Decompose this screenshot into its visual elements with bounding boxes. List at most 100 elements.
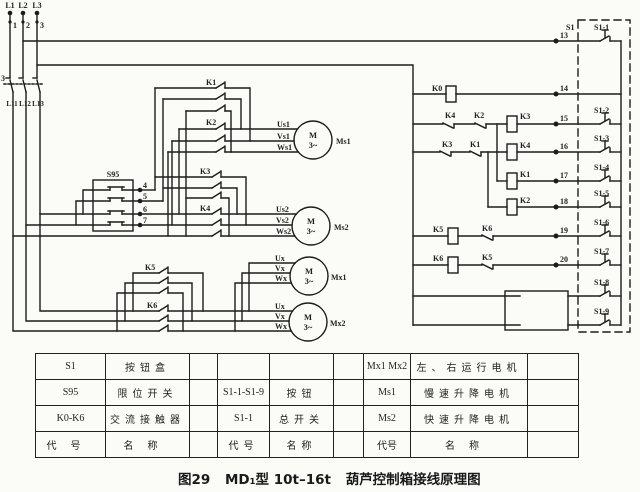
phase-label-l2: L2 — [18, 1, 27, 10]
motor-ms2 — [291, 206, 331, 246]
coil-k0 — [445, 85, 457, 103]
terminal-label-1: 1 — [13, 21, 17, 30]
button-box-label: S1 — [566, 23, 574, 32]
legend-name: 交流接触器 — [105, 405, 190, 432]
legend-row: K0-K6 交流接触器 S1-1 总开关 Ms2 快速升降电机 — [35, 405, 579, 432]
figure-caption: 图29 MD₁型 10t–16t 葫芦控制箱接线原理图 — [178, 468, 491, 488]
legend-code: Ms1 — [363, 379, 411, 406]
coil-k5 — [447, 227, 459, 245]
button-label-s1-2: S1-2 — [594, 106, 609, 115]
legend-name-heading: 名称 — [105, 431, 190, 458]
terminal-label-2: 2 — [26, 21, 30, 30]
node-14 — [553, 91, 559, 97]
limit-terminal-6: 6 — [143, 205, 147, 214]
button-label-s1-8: S1-8 — [594, 278, 609, 287]
coil-k2 — [506, 198, 518, 216]
legend-name: 总开关 — [269, 405, 334, 432]
legend-name: 快速升降电机 — [410, 405, 528, 432]
coil-label-k2: K2 — [520, 196, 530, 205]
motor-mx2 — [288, 302, 328, 342]
contactor-k4-contact-blade — [211, 230, 221, 237]
legend-blank — [333, 431, 364, 458]
output-label-l11: L11 — [6, 100, 18, 108]
node-18 — [553, 204, 559, 210]
lead-label-vx-1: Vx — [275, 264, 285, 273]
legend-blank — [333, 353, 364, 380]
contactor-k3-contact-blade — [211, 171, 221, 178]
legend-name: 慢速升降电机 — [410, 379, 528, 406]
node-label-20: 20 — [560, 255, 568, 264]
wire — [220, 187, 238, 215]
motor-mx1-lead — [248, 262, 296, 312]
lead-label-ux-2: Ux — [275, 302, 285, 311]
lead-label-wx-2: Wx — [275, 322, 287, 331]
aux-contact-k6-blade — [481, 234, 493, 241]
legend-code: Ms2 — [363, 405, 411, 432]
limit-switch-s95-housing — [92, 179, 134, 232]
node-label-16: 16 — [560, 142, 568, 151]
lead-label-ws2: Ws2 — [276, 227, 291, 236]
output-label-l13: L13 — [32, 100, 44, 108]
legend-code: S1 — [35, 353, 106, 380]
legend-blank — [527, 405, 579, 432]
lead-label-us1: Us1 — [277, 120, 290, 129]
motor-mx1-symbol: M — [305, 266, 313, 276]
contactor-k1-contact-blade — [215, 105, 225, 112]
motor-mx1-lead — [234, 282, 293, 332]
contactor-label-k5: K5 — [145, 263, 155, 272]
contactor-label-k2: K2 — [206, 118, 216, 127]
contactor-k5-contact-blade — [158, 267, 168, 274]
legend-blank — [527, 379, 579, 406]
limit-terminal-dot — [137, 211, 143, 217]
motor-ms1-symbol: M — [309, 130, 317, 140]
limit-terminal-7: 7 — [143, 216, 147, 225]
contactor-label-k6: K6 — [147, 301, 157, 310]
node-label-19: 19 — [560, 226, 568, 235]
wire — [124, 282, 160, 322]
node-label-18: 18 — [560, 197, 568, 206]
button-label-s1-1: S1-1 — [594, 23, 609, 32]
node-15 — [553, 121, 559, 127]
motor-ms1 — [293, 120, 333, 160]
motor-mx1-lead — [241, 272, 291, 322]
contactor-k4-contact-blade — [211, 208, 221, 215]
coil-k1 — [506, 172, 518, 190]
node-17 — [553, 178, 559, 184]
coil-label-k3: K3 — [520, 112, 530, 121]
aux-contact-k5-blade — [481, 263, 493, 270]
contactor-k6-contact-blade — [158, 305, 168, 312]
motor-mx2-symbol: M — [304, 312, 312, 322]
motor-mx1 — [289, 256, 329, 296]
contactor-k5-contact-blade — [158, 287, 168, 294]
interlock-label-k5: K5 — [482, 253, 492, 262]
legend-code — [217, 353, 270, 380]
motor-mx1-label: Mx1 — [331, 273, 347, 282]
limit-feed — [82, 189, 111, 215]
wire — [220, 197, 230, 237]
main-switch-blade — [9, 79, 14, 93]
interlock-label-k1: K1 — [470, 140, 480, 149]
contactor-k1-contact-blade — [215, 82, 225, 89]
motor-mx2-phase: 3~ — [304, 322, 313, 332]
interlock-k2-blade — [474, 122, 486, 129]
main-switch-label: 3 — [1, 74, 5, 83]
contactor-k6-contact-blade — [158, 315, 168, 322]
coil-k6 — [447, 256, 459, 274]
interlock-label-k6: K6 — [482, 224, 492, 233]
wire — [224, 110, 232, 153]
legend-code: K0-K6 — [35, 405, 106, 432]
coil-label-k5: K5 — [433, 225, 443, 234]
wire — [224, 98, 242, 130]
legend-row: S95 限位开关 S1-1-S1-9 按钮 Ms1 慢速升降电机 — [35, 379, 579, 406]
legend-code: S1-1-S1-9 — [217, 379, 270, 406]
legend-blank — [189, 431, 218, 458]
button-label-s1-3: S1-3 — [594, 134, 609, 143]
figure-title: 葫芦控制箱接线原理图 — [345, 472, 481, 488]
node-label-14: 14 — [560, 84, 568, 93]
legend-code: S95 — [35, 379, 106, 406]
contactor-k2-contact-blade — [215, 146, 225, 153]
lead-label-ux-1: Ux — [275, 254, 285, 263]
contactor-k5-contact-blade — [158, 277, 168, 284]
wire — [167, 272, 204, 312]
